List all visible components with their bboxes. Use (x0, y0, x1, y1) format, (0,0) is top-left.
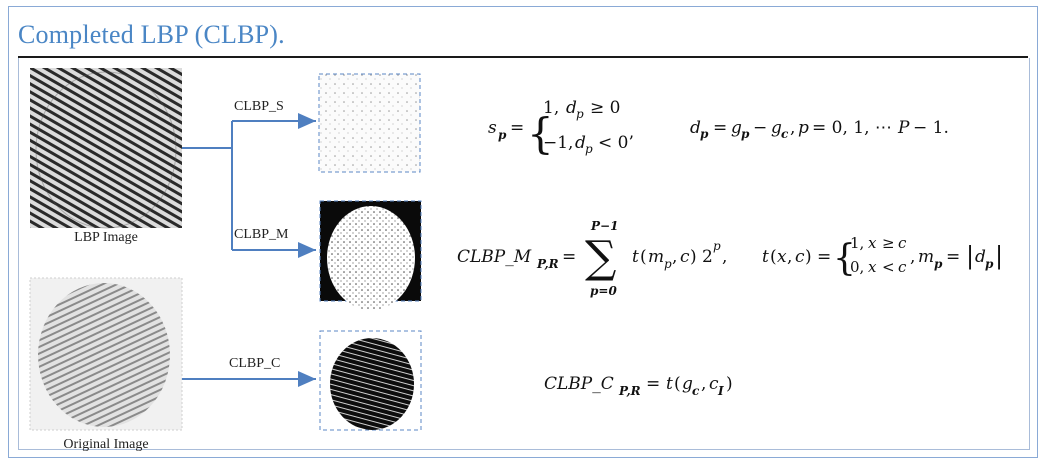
svg-text:d: d (975, 247, 986, 267)
svg-text:CLBP_C: CLBP_C (544, 374, 614, 394)
lbp-image (30, 68, 182, 229)
svg-text:<: < (882, 258, 895, 276)
svg-text:(: ( (674, 374, 681, 394)
svg-text:p: p (713, 239, 721, 253)
svg-text:{: { (527, 109, 554, 158)
svg-text:P,R: P,R (618, 384, 641, 398)
original-image (29, 277, 183, 431)
svg-text:x: x (777, 247, 787, 267)
svg-text:∑: ∑ (585, 232, 616, 283)
svg-text:≥: ≥ (882, 234, 895, 252)
clbp-s-image (318, 73, 421, 173)
svg-text:1,: 1, (850, 234, 864, 252)
svg-text:p: p (576, 107, 584, 121)
slide-title: Completed LBP (CLBP). (18, 20, 285, 49)
svg-text:t: t (632, 247, 639, 267)
svg-text:,: , (910, 247, 915, 267)
svg-text:p: p (798, 118, 809, 138)
svg-text:,: , (790, 118, 795, 138)
svg-text:g: g (682, 374, 693, 394)
svg-text:p: p (664, 257, 672, 271)
svg-text:CLBP_M: CLBP_M (457, 247, 532, 267)
svg-text:p: p (934, 257, 943, 271)
svg-text:x: x (868, 258, 877, 276)
svg-text:−: − (753, 118, 767, 138)
svg-text:p: p (985, 257, 994, 271)
svg-text:t: t (666, 374, 673, 394)
svg-text:,: , (722, 247, 727, 267)
lbp-image-label: LBP Image (74, 230, 138, 245)
svg-text:c: c (898, 258, 907, 276)
svg-text:=: = (946, 247, 960, 267)
svg-text:g: g (771, 118, 782, 138)
clbp-m-image (319, 200, 422, 310)
content-box (18, 58, 1030, 450)
svg-text:=: = (510, 118, 524, 138)
svg-text:d: d (566, 98, 577, 118)
svg-text:) 2: ) 2 (690, 247, 713, 267)
svg-text:c: c (781, 127, 789, 141)
branch-label-clbp-m: CLBP_M (234, 227, 289, 242)
svg-text:g: g (731, 118, 742, 138)
svg-text:m: m (918, 247, 934, 267)
svg-text:|: | (966, 242, 974, 271)
svg-text:=: = (713, 118, 727, 138)
svg-text:< 0’: < 0’ (598, 133, 634, 153)
svg-text:c: c (692, 384, 700, 398)
svg-text:m: m (648, 247, 664, 267)
svg-text:,: , (701, 374, 706, 394)
svg-text:p: p (585, 142, 593, 156)
svg-text:): ) (726, 374, 733, 394)
svg-text:c: c (795, 247, 805, 267)
svg-text:P−1: P−1 (590, 219, 618, 233)
branch-label-clbp-c: CLBP_C (229, 356, 281, 371)
svg-text:c: c (680, 247, 690, 267)
svg-text:I: I (717, 384, 724, 398)
svg-text:(: ( (770, 247, 777, 267)
svg-text:c: c (709, 374, 719, 394)
formula-clbp-m: CLBP_M P,R = P−1 ∑ p=0 t ( m p , c ) 2 p… (457, 219, 1003, 298)
formula-clbp-s: s p = { 1, d p ≥ 0 −1, d p < 0’ d p = g … (488, 98, 949, 158)
svg-text:c: c (898, 234, 907, 252)
svg-text:{: { (833, 238, 856, 279)
svg-text:(: ( (640, 247, 647, 267)
svg-text:t: t (762, 247, 769, 267)
svg-text:p=0: p=0 (590, 284, 617, 298)
svg-text:d: d (690, 118, 701, 138)
connector-lines (182, 113, 316, 387)
clbp-c-image (319, 330, 422, 431)
svg-text:p: p (741, 127, 750, 141)
svg-text:,: , (787, 247, 792, 267)
original-image-label: Original Image (63, 437, 149, 452)
branch-label-clbp-s: CLBP_S (234, 99, 284, 114)
svg-text:=: = (562, 247, 576, 267)
svg-text:|: | (995, 242, 1003, 271)
svg-text:d: d (575, 133, 586, 153)
svg-text:=: = (646, 374, 660, 394)
svg-text:P,R: P,R (536, 257, 559, 271)
svg-text:= 0, 1, ⋯: = 0, 1, ⋯ (812, 118, 892, 138)
svg-text:1,: 1, (543, 98, 559, 118)
svg-text:≥ 0: ≥ 0 (590, 98, 620, 118)
svg-text:,: , (672, 247, 677, 267)
svg-text:p: p (498, 128, 507, 142)
svg-text:−1,: −1, (543, 133, 573, 153)
svg-text:− 1.: − 1. (913, 118, 949, 138)
svg-text:) =: ) = (805, 247, 831, 267)
svg-text:P: P (897, 118, 910, 138)
title-divider (18, 56, 1028, 58)
svg-text:x: x (868, 234, 877, 252)
formula-clbp-c: CLBP_C P,R = t ( g c , c I ) (544, 374, 733, 398)
svg-text:s: s (488, 118, 497, 138)
svg-text:p: p (700, 127, 709, 141)
svg-text:0,: 0, (850, 258, 864, 276)
